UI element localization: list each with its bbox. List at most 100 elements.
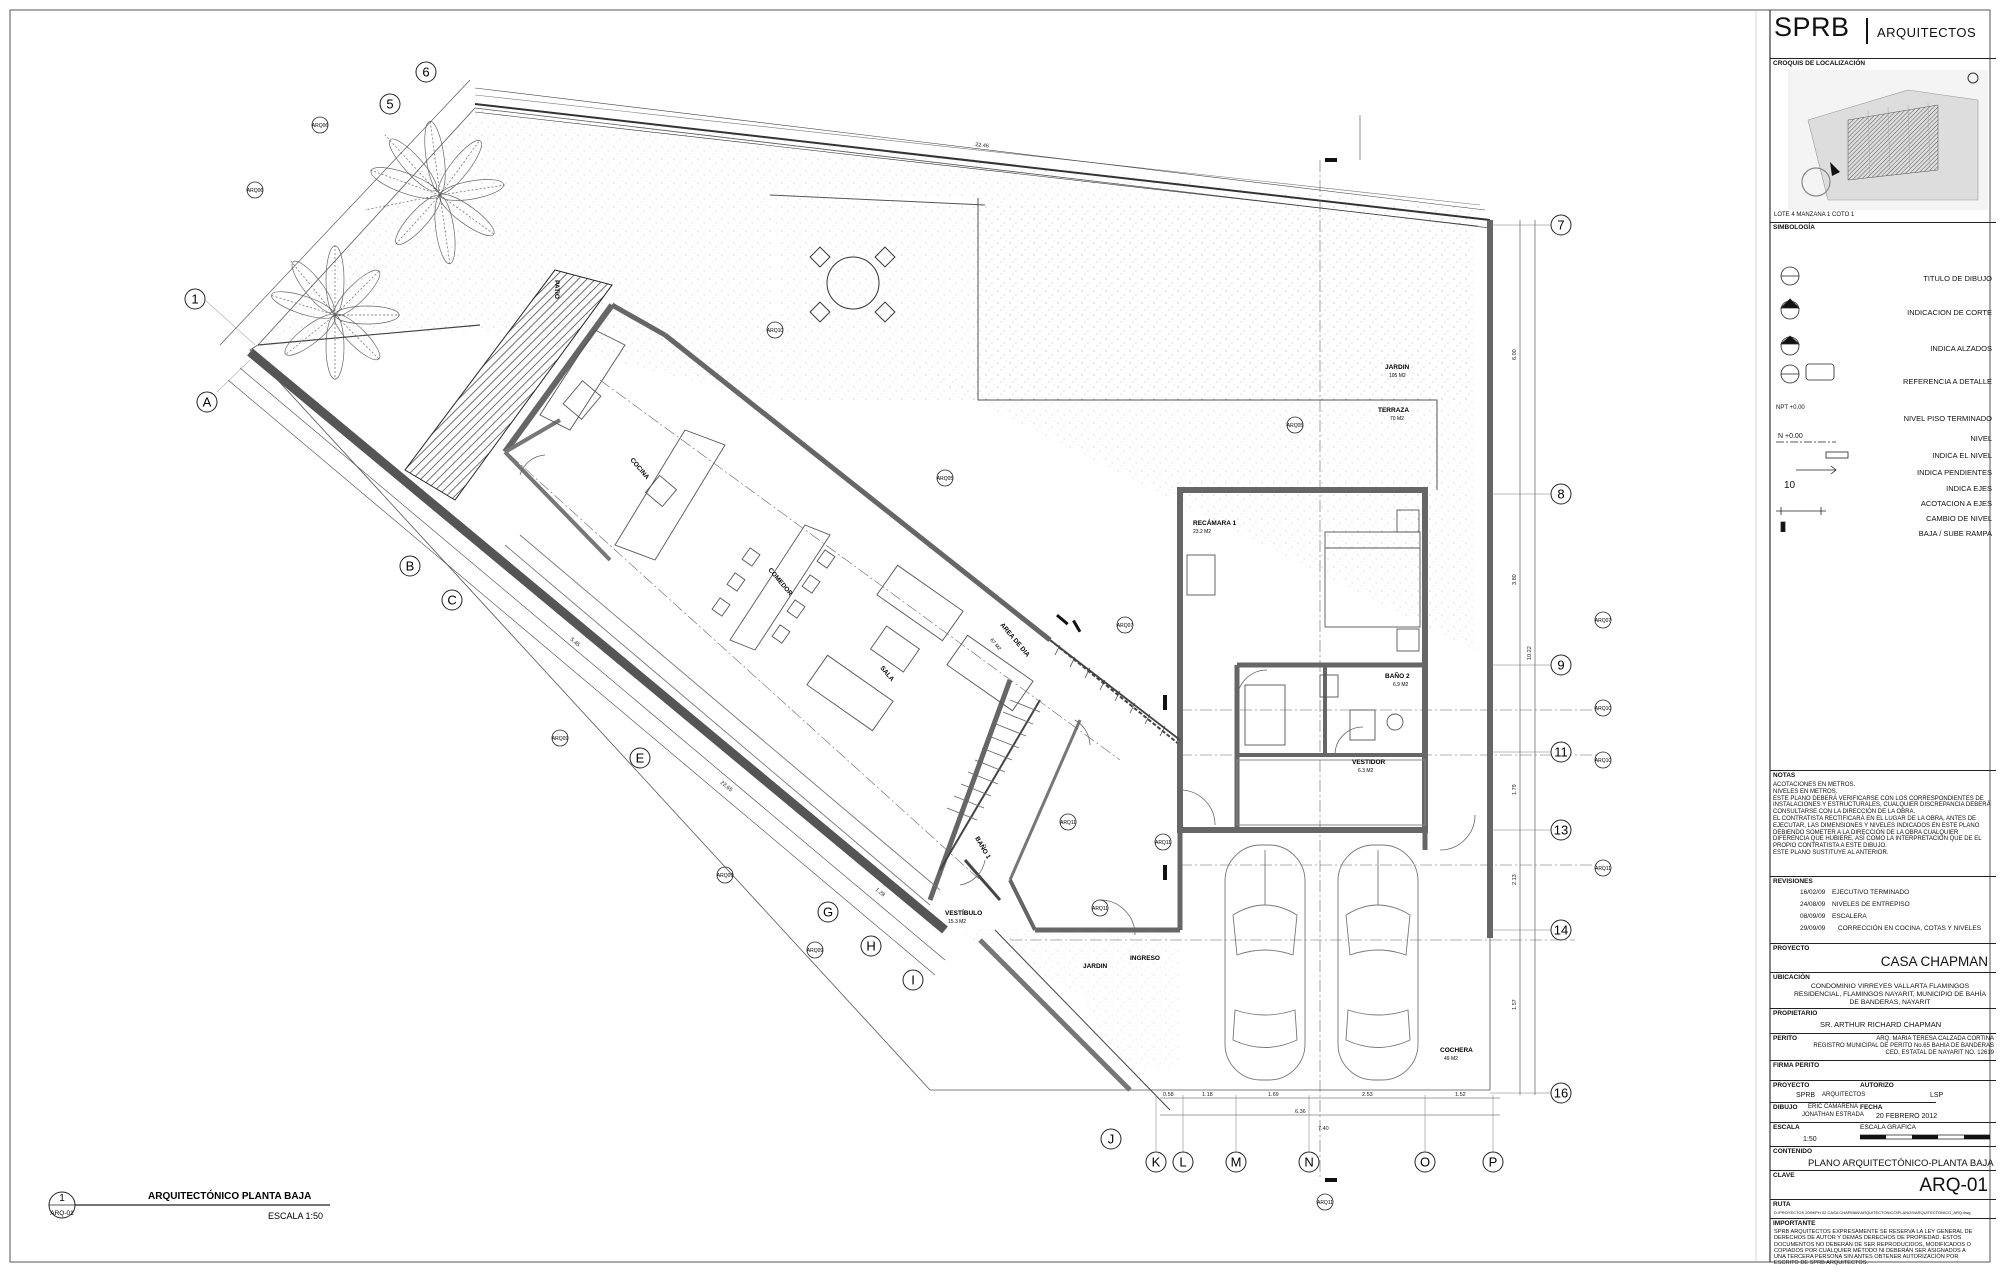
project-name: CASA CHAPMAN: [1880, 954, 1988, 969]
svg-text:ARQ10: ARQ10: [1595, 706, 1612, 712]
svg-text:COCHERA: COCHERA: [1440, 1047, 1473, 1054]
symbol-level-change: CAMBIO DE NIVEL: [1926, 514, 1992, 523]
clave-label: CLAVE: [1773, 1172, 1795, 1179]
perito-label: PERITO: [1773, 1035, 1798, 1042]
svg-text:1: 1: [191, 292, 198, 307]
svg-text:105 M2: 105 M2: [1389, 373, 1406, 379]
grid-bubble-L: L: [1172, 1151, 1194, 1173]
svg-text:N: N: [1304, 1155, 1313, 1170]
svg-text:8: 8: [1557, 487, 1564, 502]
svg-text:11: 11: [1554, 745, 1568, 760]
svg-text:2.13: 2.13: [1512, 874, 1518, 885]
owner-label: PROPIETARIO: [1773, 1010, 1818, 1017]
rev-date-2: 24/08/09: [1800, 901, 1826, 908]
svg-text:1.52: 1.52: [1455, 1092, 1466, 1098]
escala-label: ESCALA: [1773, 1124, 1800, 1131]
lot-outline: [249, 94, 1491, 1091]
svg-text:ARQ09: ARQ09: [552, 736, 569, 742]
symbol-indicates-level: INDICA EL NIVEL: [1932, 451, 1992, 460]
symbology-label: SIMBOLOGÍA: [1773, 224, 1815, 231]
svg-text:ARQ10: ARQ10: [1595, 758, 1612, 764]
rev-date-4: 29/09/09: [1800, 925, 1826, 932]
svg-text:1.79: 1.79: [1512, 784, 1518, 795]
svg-text:M: M: [1231, 1155, 1242, 1170]
svg-text:J: J: [1108, 1132, 1115, 1147]
svg-text:5.45: 5.45: [569, 637, 581, 648]
symbol-cut: INDICACION DE CORTE: [1907, 308, 1992, 317]
symbol-slopes: INDICA PENDIENTES: [1916, 468, 1992, 477]
svg-text:VESTIDOR: VESTIDOR: [1352, 759, 1386, 766]
svg-text:O: O: [1420, 1155, 1430, 1170]
svg-text:ARQ-01: ARQ-01: [50, 1210, 74, 1217]
grid-bubble-8: 8: [1550, 483, 1572, 505]
contenido-label: CONTENIDO: [1773, 1148, 1812, 1155]
grid-bubble-6: 6: [415, 61, 437, 83]
contenido-value: PLANO ARQUITECTÓNICO-PLANTA BAJA: [1808, 1158, 1994, 1169]
svg-text:JARDIN: JARDIN: [1083, 963, 1108, 970]
revisions-label: REVISIONES: [1773, 878, 1813, 885]
svg-text:9: 9: [1557, 658, 1564, 673]
svg-text:ARQUITECTÓNICO PLANTA BAJA: ARQUITECTÓNICO PLANTA BAJA: [148, 1189, 311, 1202]
svg-text:ARQ11: ARQ11: [1155, 840, 1171, 846]
escala-grafica-label: ESCALA GRAFICA: [1860, 1124, 1916, 1131]
svg-text:7: 7: [1557, 218, 1564, 233]
grid-bubble-14: 14: [1550, 919, 1572, 941]
cars: [1224, 844, 1419, 1081]
svg-text:COMEDOR: COMEDOR: [766, 567, 793, 598]
svg-text:14: 14: [1554, 923, 1568, 938]
svg-text:BAÑO 1: BAÑO 1: [973, 835, 993, 861]
symbol-axis-dim: ACOTACION A EJES: [1920, 499, 1992, 508]
symbol-axis: 10: [1784, 480, 1796, 491]
svg-text:6.00: 6.00: [1512, 349, 1518, 360]
grid-bubble-M: M: [1225, 1151, 1247, 1173]
autorizo-label: AUTORIZO: [1860, 1082, 1894, 1089]
grid-bubble-P: P: [1482, 1151, 1504, 1173]
grid-bubble-5: 5: [379, 93, 401, 115]
outdoor-table: [809, 246, 896, 323]
svg-text:B: B: [406, 559, 415, 574]
svg-text:70 M2: 70 M2: [1390, 416, 1404, 422]
tag-text: ARQ06: [312, 123, 329, 129]
dibujo-1: ERIC CAMARENA: [1808, 1104, 1859, 1110]
perito-line-3: CED. ESTATAL DE NAYARIT NO. 12619: [1885, 1050, 1994, 1056]
fecha-label: FECHA: [1860, 1104, 1883, 1111]
svg-text:SALA: SALA: [878, 665, 895, 683]
firma-label: FIRMA PERITO: [1773, 1062, 1820, 1069]
notes-text: ACOTACIONES EN METROS. NIVELES EN METROS…: [1773, 782, 1991, 856]
svg-text:VESTÍBULO: VESTÍBULO: [945, 908, 982, 917]
dibujo-2: JONATHAN ESTRADA: [1802, 1112, 1864, 1118]
svg-text:13: 13: [1554, 823, 1568, 838]
svg-text:2.53: 2.53: [1362, 1092, 1373, 1098]
svg-text:ARQ07: ARQ07: [1117, 623, 1134, 629]
symbol-detail: REFERENCIA A DETALLE: [1902, 377, 1992, 386]
grid-bubble-C: C: [441, 589, 463, 611]
svg-text:P: P: [1489, 1155, 1498, 1170]
rev-desc-3: ESCALERA: [1832, 913, 1867, 920]
furniture: [504, 329, 1421, 906]
location-map: [1788, 70, 1988, 210]
importante-label: IMPORTANTE: [1773, 1220, 1816, 1227]
symbol-title: TITULO DE DIBUJO: [1923, 274, 1992, 283]
svg-text:COCINA: COCINA: [628, 457, 650, 481]
svg-text:6.36: 6.36: [1295, 1109, 1306, 1115]
svg-text:I: I: [911, 973, 915, 988]
brand-divider: [1866, 18, 1868, 44]
svg-text:7.40: 7.40: [1318, 1126, 1329, 1132]
svg-text:49 M2: 49 M2: [1444, 1056, 1458, 1062]
clave-value: ARQ-01: [1919, 1175, 1988, 1196]
svg-text:23.2 M2: 23.2 M2: [1193, 529, 1211, 535]
house-walls: [247, 194, 1493, 1111]
svg-text:ARQ06: ARQ06: [247, 188, 264, 194]
svg-text:ARQ11: ARQ11: [1092, 906, 1108, 912]
rev-desc-2: NIVELES DE ENTREPISO: [1832, 901, 1910, 908]
svg-text:ARQ10: ARQ10: [767, 328, 784, 334]
dibujo-label: DIBUJO: [1773, 1104, 1798, 1111]
ref-tags: ARQ06 ARQ06 ARQ05 ARQ07 ARQ05 ARQ07 ARQ0…: [246, 116, 1612, 1211]
svg-text:16: 16: [1554, 1086, 1568, 1101]
grid-bubble-N: N: [1298, 1151, 1320, 1173]
notes-label: NOTAS: [1773, 772, 1796, 779]
grid-bubble-J: J: [1100, 1128, 1122, 1150]
svg-text:1.18: 1.18: [1202, 1092, 1213, 1098]
svg-text:6: 6: [422, 65, 429, 80]
grid-bubble-E: E: [629, 747, 651, 769]
